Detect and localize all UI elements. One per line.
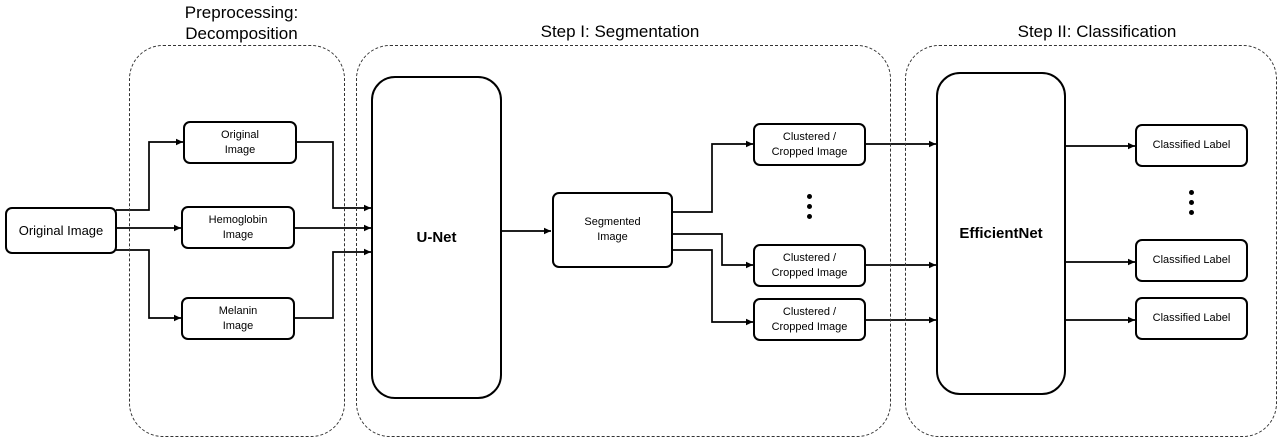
original-image-input: Original Image	[5, 207, 117, 254]
classified-label-3: Classified Label	[1135, 297, 1248, 340]
melanin-image-node: Melanin Image	[181, 297, 295, 340]
arrow-segmented-to-clustered-2	[673, 233, 753, 269]
classified-label-1: Classified Label	[1135, 124, 1248, 167]
segmentation-group	[356, 45, 891, 437]
clustered-image-node-1: Clustered / Cropped Image	[753, 123, 866, 166]
segmentation-title: Step I: Segmentation	[540, 22, 700, 41]
segmented-image-node: Segmented Image	[552, 192, 673, 268]
preprocessing-title: Preprocessing: Decomposition	[184, 3, 299, 43]
hemoglobin-image-node: Hemoglobin Image	[181, 206, 295, 249]
unet-model: U-Net	[371, 76, 502, 399]
classified-label-2: Classified Label	[1135, 239, 1248, 282]
arrow-input-to-melanin	[116, 249, 181, 322]
clustered-image-node-3: Clustered / Cropped Image	[753, 298, 866, 341]
arrow-original-to-unet	[296, 141, 371, 212]
arrow-melanin-to-unet	[294, 248, 371, 319]
original-image-node: Original Image	[183, 121, 297, 164]
arrow-segmented-to-clustered-1	[673, 140, 753, 213]
arrow-segmented-to-clustered-3	[673, 249, 753, 326]
clustered-ellipsis	[806, 194, 812, 224]
preprocessing-group	[129, 45, 345, 437]
classification-title: Step II: Classification	[1017, 22, 1177, 41]
efficientnet-model: EfficientNet	[936, 72, 1066, 395]
classification-group	[905, 45, 1277, 437]
arrow-input-to-original	[116, 138, 183, 211]
labels-ellipsis	[1188, 190, 1194, 220]
clustered-image-node-2: Clustered / Cropped Image	[753, 244, 866, 287]
